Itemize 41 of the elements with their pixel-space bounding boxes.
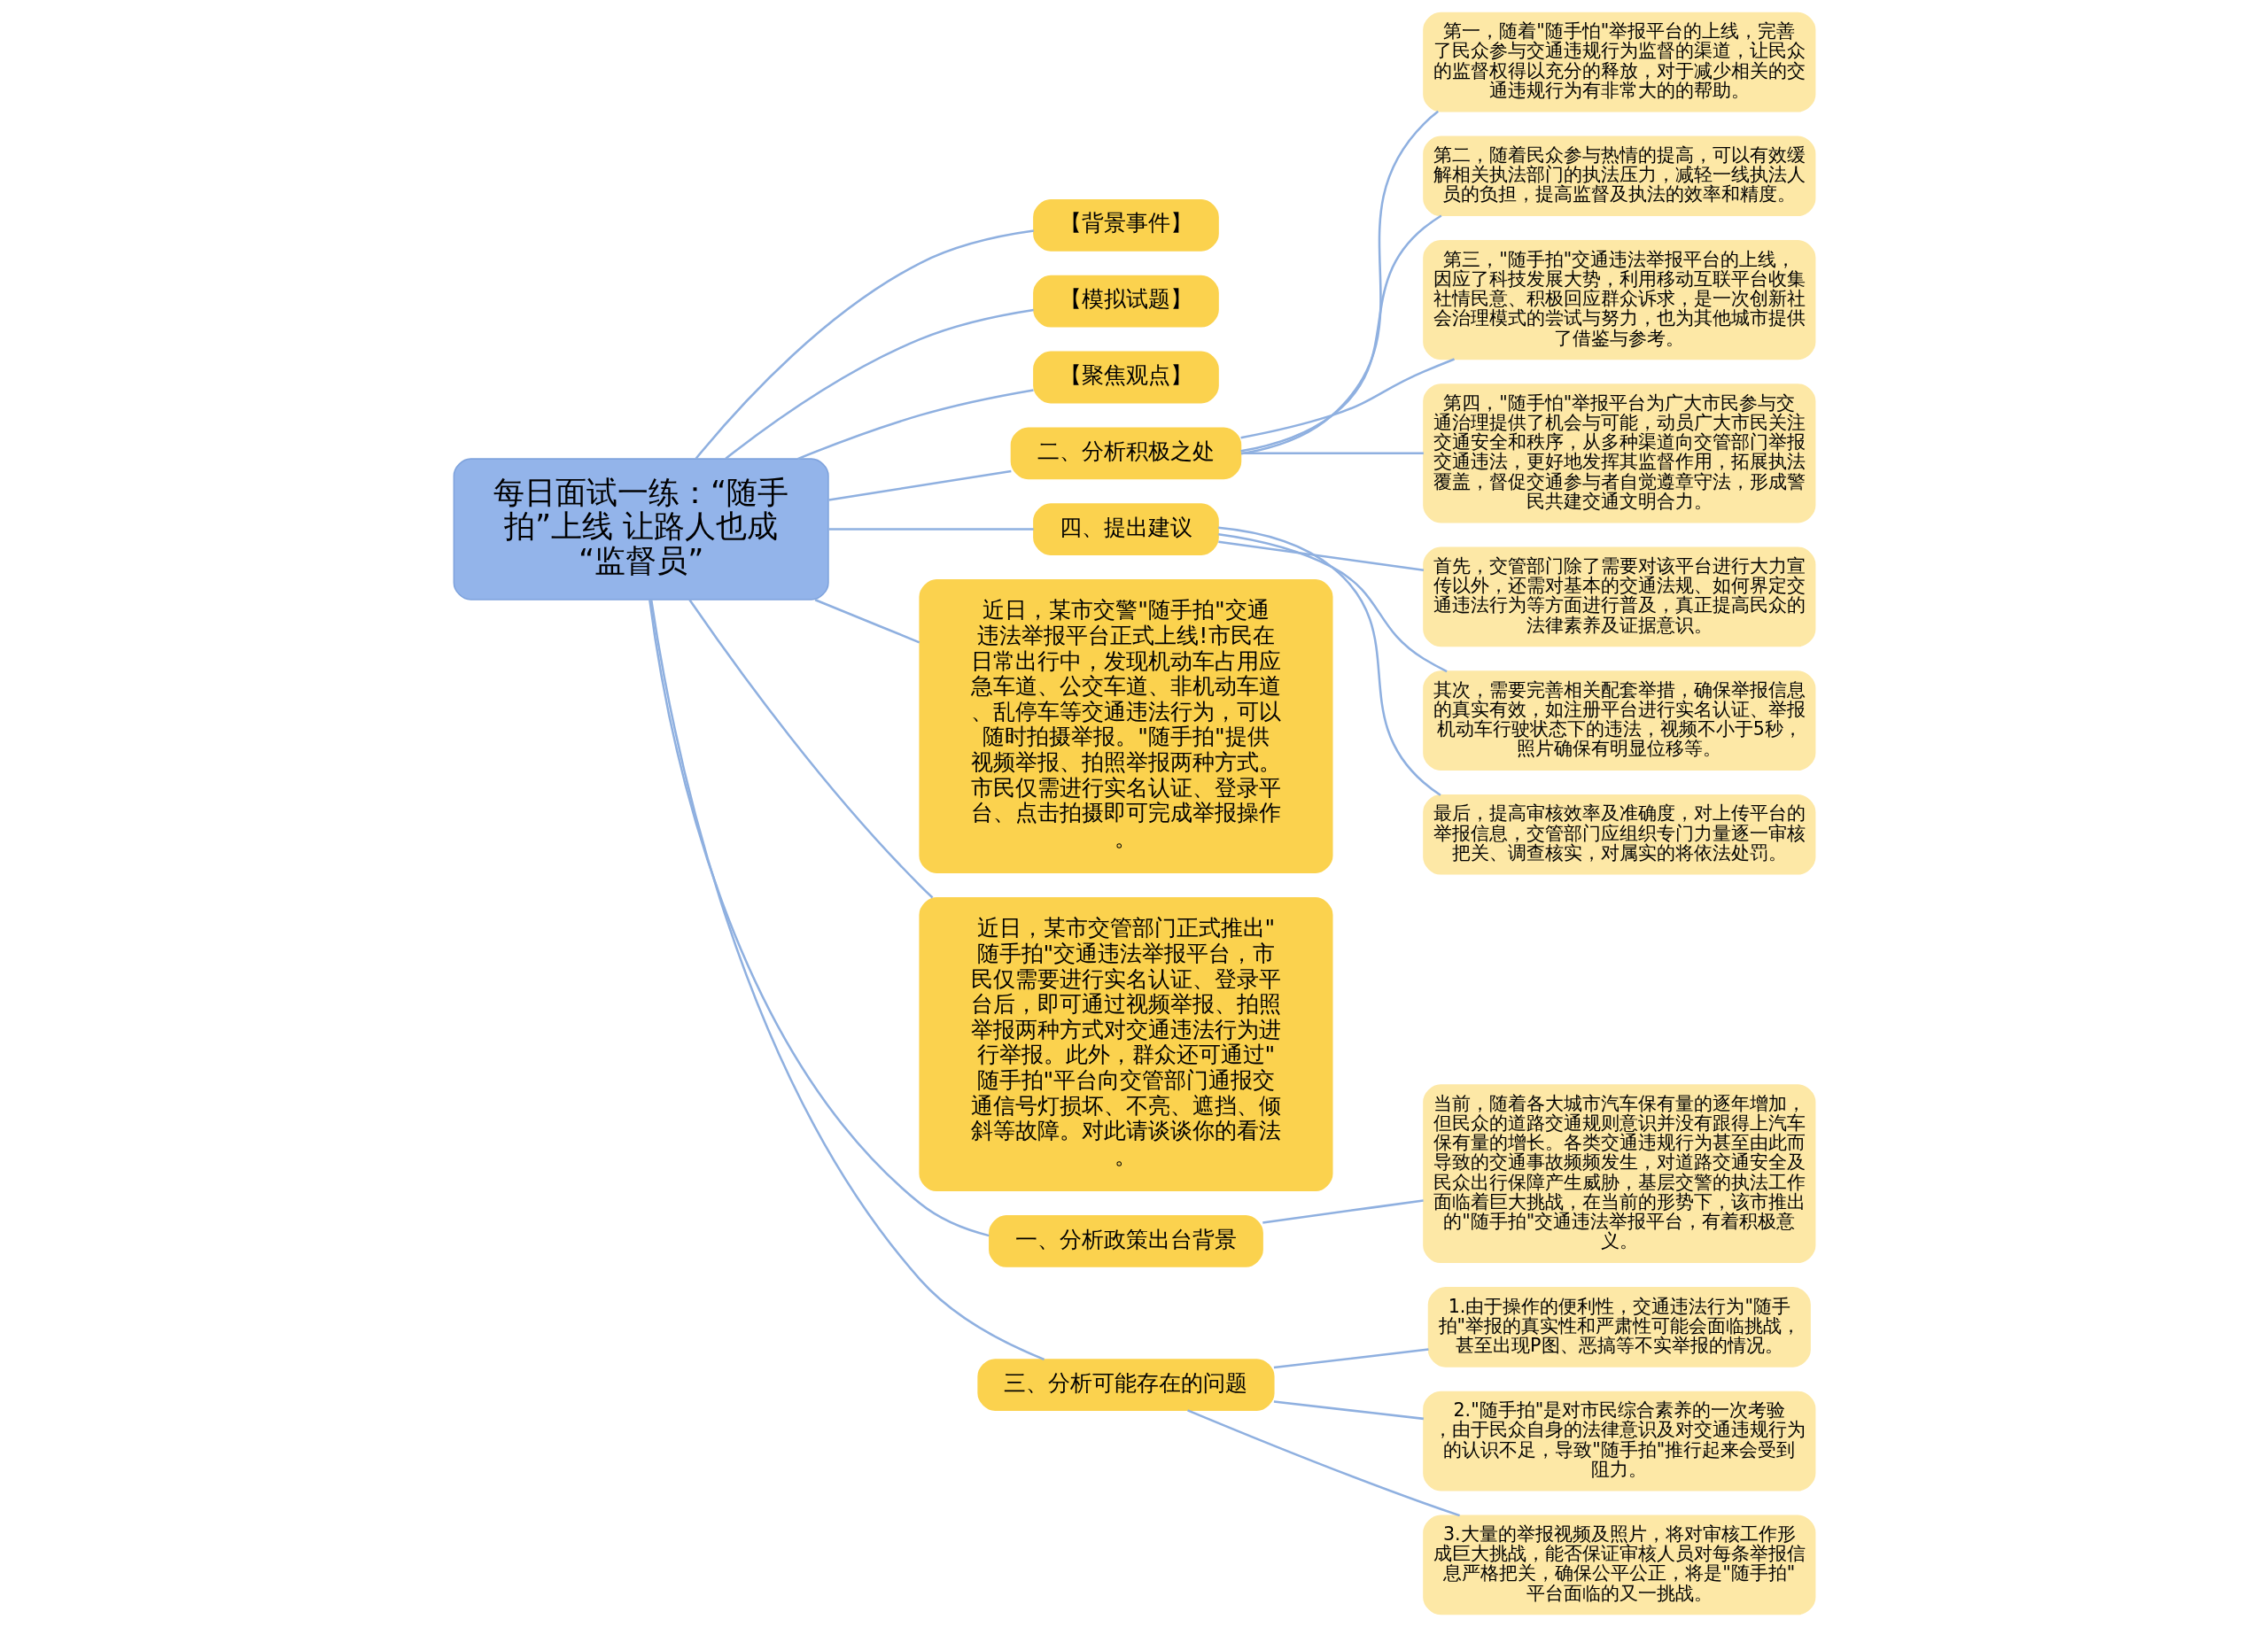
node-box: 第一，随着"随手怕"举报平台的上线，完善了民众参与交通违规行为监督的渠道，让民众的监督权得以充分的释放，对于减少相关的交通违规行为有非常大的的帮助。 [1422,12,1815,112]
node-box: 3.大量的举报视频及照片，将对审核工作形成巨大挑战，能否保证审核人员对每条举报信息严格把关，确保公平公正，将是"随手拍"平台面临的又一挑战。 [1422,1515,1815,1615]
connector [1217,533,1448,673]
node-box: 其次，需要完善相关配套举措，确保举报信息的真实有效，如注册平台进行实名认证、举报机动车行驶状态下的违法，视频不小于5秒，照片确保有明显位移等。 [1422,670,1815,771]
node-box: 第二，随着民众参与热情的提高，可以有效缓解相关执法部门的执法压力，减轻一线执法人员的负担，提高监督及执法的效率和精度。 [1422,136,1815,217]
node-box: 当前，随着各大城市汽车保有量的逐年增加，但民众的道路交通规则意识并没有跟得上汽车保有量的增长。各类交通违规行为甚至由此而导致的交通事故频频发生，对道路交通安全及民众出行保障产生威胁，基层交警的执法工作面临着巨大挑战，在当前的形势下，该市推出的"随手拍"交通违法举报平台，有着积极意义。 [1422,1084,1815,1264]
connector [1186,1409,1460,1517]
connector [695,229,1034,460]
node-box: 第三，"随手拍"交通违法举报平台的上线，因应了科技发展大势，利用移动互联平台收集社情民意、积极回应群众诉求，是一次创新社会治理模式的尝试与努力，也为其他城市提供了借鉴与参考。 [1422,240,1815,360]
connector [649,600,1045,1360]
connector [827,469,1012,501]
node-box: 【模拟试题】 [1032,275,1219,328]
connector [814,599,920,644]
node-box: 第四，"随手怕"举报平台为广大市民参与交通治理提供了机会与可能，动员广大市民关注交通安全和秩序，从多种渠道向交管部门举报交通违法，更好地发挥其监督作用，拓展执法覆盖，督促交通参与者自觉遵章守法，形成警民共建交通文明合力。 [1422,384,1815,523]
node-box: 二、分析积极之处 [1010,427,1241,480]
connector [1273,1400,1424,1421]
connector [1239,358,1455,439]
node-box: 2."随手拍"是对市民综合素养的一次考验，由于民众自身的法律意识及对交通违规行为的认识不足，导致"随手拍"推行起来会受到阻力。 [1422,1391,1815,1491]
connector [1217,526,1441,796]
node-box: 三、分析可能存在的问题 [976,1359,1275,1411]
node-box: 近日，某市交管部门正式推出"随手拍"交通违法举报平台，市民仅需要进行实名认证、登录平台后，即可通过视频举报、拍照举报两种方式对交通违法行为进行举报。此外，群众还可通过"随手拍"平台向交管部门通报交通信号灯损坏、不亮、遮挡、倾斜等故障。对此请谈谈你的看法。 [918,897,1332,1192]
node-box: 每日面试一练：“随手拍”上线 让路人也成“监督员” [453,458,829,600]
node-box: 近日，某市交警"随手拍"交通违法举报平台正式上线!市民在日常出行中，发现机动车占用应急车道、公交车道、非机动车道、乱停车等交通违法行为，可以随时拍摄举报。"随手拍"提供视频举报、拍照举报两种方式。市民仅需进行实名认证、登录平台、点击拍摄即可完成举报操作。 [918,578,1332,874]
connector [1240,110,1439,455]
node-box: 一、分析政策出台背景 [988,1215,1263,1267]
node-box: 【背景事件】 [1032,199,1219,252]
node-box: 四、提出建议 [1032,503,1219,555]
node-box: 【聚焦观点】 [1032,351,1219,404]
connector [828,528,1034,531]
node-box: 首先，交管部门除了需要对该平台进行大力宣传以外，还需对基本的交通法规、如何界定交通违法行为等方面进行普及，真正提高民众的法律素养及证据意识。 [1422,546,1815,647]
connector [1239,214,1441,453]
node-box: 1.由于操作的便利性，交通违法行为"随手拍"举报的真实性和严肃性可能会面临挑战，甚至出现P图、恶搞等不实举报的情况。 [1427,1287,1811,1367]
connector [648,600,990,1237]
node-box: 最后，提高审核效率及准确度，对上传平台的举报信息，交管部门应组织专门力量逐一审核把关、调查核实，对属实的将依法处罚。 [1422,794,1815,875]
connector [1217,540,1424,571]
connector [1262,1199,1424,1224]
connector [724,308,1034,460]
connector [1240,452,1424,455]
connector [687,599,933,899]
connector [796,389,1034,461]
connector [1273,1348,1429,1369]
